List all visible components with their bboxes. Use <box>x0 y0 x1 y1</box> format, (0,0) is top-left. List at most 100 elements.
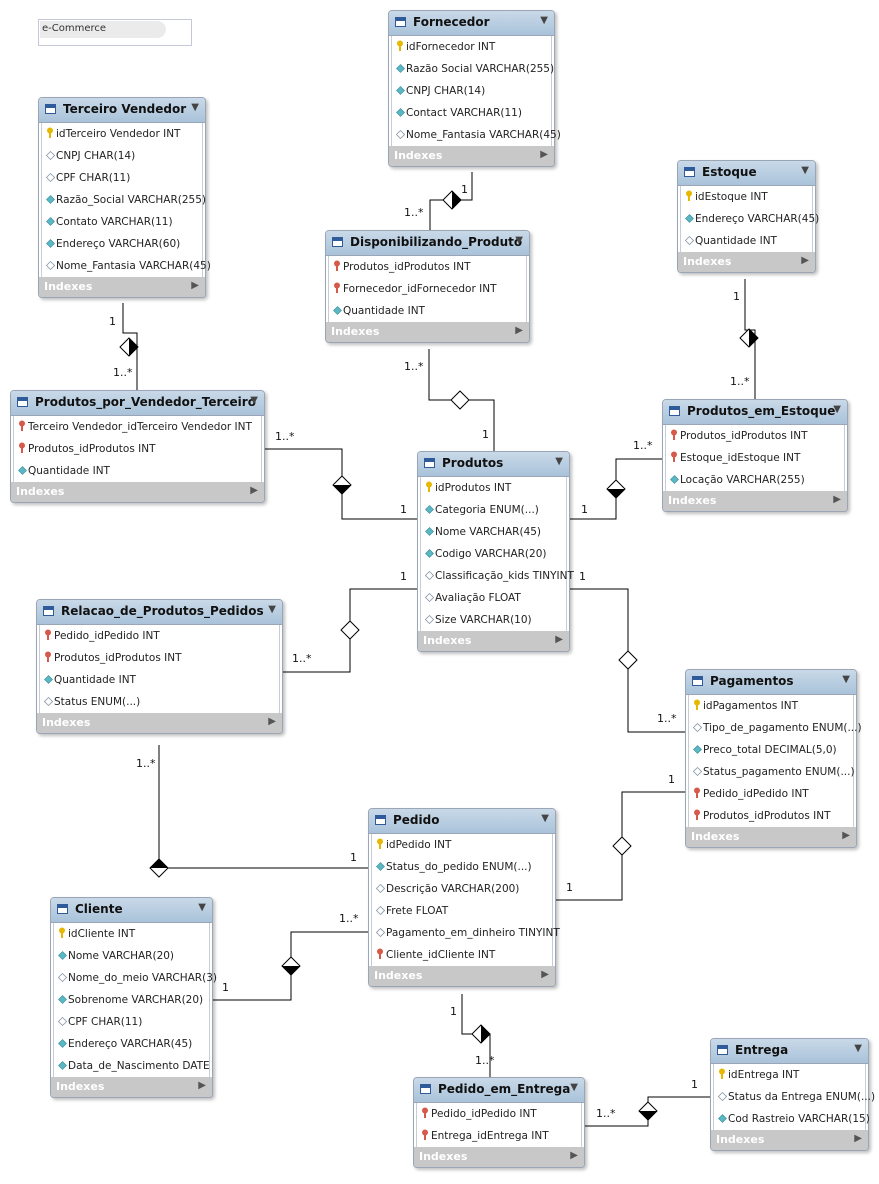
table-column[interactable]: Frete FLOAT <box>371 900 553 922</box>
indexes-footer[interactable]: Indexes ▶ <box>663 491 847 511</box>
table-column[interactable]: Categoria ENUM(...) <box>420 499 567 521</box>
table-column[interactable]: Status_do_pedido ENUM(...) <box>371 856 553 878</box>
expand-arrow-icon[interactable]: ▶ <box>515 325 523 336</box>
table-column[interactable]: Data_de_Nascimento DATE <box>53 1055 210 1077</box>
table-column[interactable]: Nome VARCHAR(45) <box>420 521 567 543</box>
expand-arrow-icon[interactable]: ▶ <box>191 280 199 291</box>
table-column[interactable]: Sobrenome VARCHAR(20) <box>53 989 210 1011</box>
collapse-arrow-icon[interactable]: ▼ <box>198 902 206 913</box>
table-header[interactable]: Pedido ▼ <box>369 809 555 834</box>
table-entrega[interactable]: Entrega ▼ idEntrega INT Status da Entreg… <box>710 1038 875 1151</box>
table-pagamentos[interactable]: Pagamentos ▼ idPagamentos INT Tipo_de_pa… <box>685 669 862 848</box>
table-column[interactable]: Cod Rastreio VARCHAR(15) <box>713 1108 870 1130</box>
collapse-arrow-icon[interactable]: ▼ <box>801 165 809 176</box>
table-header[interactable]: Pedido_em_Entrega ▼ <box>414 1078 584 1103</box>
table-column[interactable]: idEntrega INT <box>713 1064 866 1086</box>
table-produtos[interactable]: Produtos ▼ idProdutos INT Categoria ENUM… <box>417 451 574 652</box>
collapse-arrow-icon[interactable]: ▼ <box>570 1082 578 1093</box>
table-column[interactable]: Fornecedor_idFornecedor INT <box>328 278 527 300</box>
indexes-footer[interactable]: Indexes ▶ <box>414 1147 584 1167</box>
table-column[interactable]: Contact VARCHAR(11) <box>391 102 552 124</box>
table-pee[interactable]: Produtos_em_Estoque ▼ Produtos_idProduto… <box>662 399 848 512</box>
table-pedido_entrega[interactable]: Pedido_em_Entrega ▼ Pedido_idPedido INT … <box>413 1077 585 1168</box>
expand-arrow-icon[interactable]: ▶ <box>833 494 841 505</box>
indexes-footer[interactable]: Indexes ▶ <box>37 713 282 733</box>
table-column[interactable]: Nome_Fantasia VARCHAR(45) <box>41 255 211 277</box>
indexes-footer[interactable]: Indexes ▶ <box>39 277 205 297</box>
table-column[interactable]: Nome_Fantasia VARCHAR(45) <box>391 124 561 146</box>
table-column[interactable]: Status_pagamento ENUM(...) <box>688 761 855 783</box>
table-column[interactable]: Endereço VARCHAR(45) <box>53 1033 210 1055</box>
table-column[interactable]: Contato VARCHAR(11) <box>41 211 203 233</box>
table-column[interactable]: Locação VARCHAR(255) <box>665 469 845 491</box>
table-column[interactable]: Pedido_idPedido INT <box>688 783 854 805</box>
table-column[interactable]: Cliente_idCliente INT <box>371 944 553 966</box>
table-column[interactable]: idProdutos INT <box>420 477 567 499</box>
table-column[interactable]: Endereço VARCHAR(45) <box>680 208 819 230</box>
table-column[interactable]: CNPJ CHAR(14) <box>391 80 552 102</box>
expand-arrow-icon[interactable]: ▶ <box>541 969 549 980</box>
table-column[interactable]: Avaliação FLOAT <box>420 587 567 609</box>
table-column[interactable]: Razão_Social VARCHAR(255) <box>41 189 206 211</box>
table-estoque[interactable]: Estoque ▼ idEstoque INT Endereço VARCHAR… <box>677 160 819 273</box>
table-column[interactable]: Descrição VARCHAR(200) <box>371 878 553 900</box>
collapse-arrow-icon[interactable]: ▼ <box>833 404 841 415</box>
collapse-arrow-icon[interactable]: ▼ <box>191 102 199 113</box>
table-column[interactable]: CPF CHAR(11) <box>53 1011 210 1033</box>
table-disponibilizando[interactable]: Disponibilizando_Produto ▼ Produtos_idPr… <box>325 230 530 343</box>
table-column[interactable]: idPagamentos INT <box>688 695 854 717</box>
indexes-footer[interactable]: Indexes ▶ <box>326 322 529 342</box>
table-header[interactable]: Terceiro Vendedor ▼ <box>39 98 205 123</box>
table-column[interactable]: idEstoque INT <box>680 186 813 208</box>
table-column[interactable]: Produtos_idProdutos INT <box>688 805 854 827</box>
table-header[interactable]: Produtos_por_Vendedor_Terceiro ▼ <box>11 391 264 416</box>
table-column[interactable]: Produtos_idProdutos INT <box>665 425 845 447</box>
expand-arrow-icon[interactable]: ▶ <box>801 255 809 266</box>
expand-arrow-icon[interactable]: ▶ <box>555 634 563 645</box>
table-column[interactable]: Nome_do_meio VARCHAR(3) <box>53 967 217 989</box>
table-column[interactable]: Classificação_kids TINYINT <box>420 565 574 587</box>
expand-arrow-icon[interactable]: ▶ <box>854 1133 862 1144</box>
table-column[interactable]: Pagamento_em_dinheiro TINYINT <box>371 922 560 944</box>
indexes-footer[interactable]: Indexes ▶ <box>686 827 856 847</box>
indexes-footer[interactable]: Indexes ▶ <box>678 252 815 272</box>
expand-arrow-icon[interactable]: ▶ <box>540 149 548 160</box>
table-column[interactable]: Nome VARCHAR(20) <box>53 945 210 967</box>
collapse-arrow-icon[interactable]: ▼ <box>842 674 850 685</box>
table-column[interactable]: Produtos_idProdutos INT <box>13 438 262 460</box>
table-column[interactable]: Estoque_idEstoque INT <box>665 447 845 469</box>
table-column[interactable]: Tipo_de_pagamento ENUM(...) <box>688 717 862 739</box>
table-header[interactable]: Entrega ▼ <box>711 1039 868 1064</box>
indexes-footer[interactable]: Indexes ▶ <box>418 631 569 651</box>
expand-arrow-icon[interactable]: ▶ <box>268 716 276 727</box>
table-column[interactable]: Quantidade INT <box>328 300 527 322</box>
table-column[interactable]: idCliente INT <box>53 923 210 945</box>
table-header[interactable]: Relacao_de_Produtos_Pedidos ▼ <box>37 600 282 625</box>
table-column[interactable]: idTerceiro Vendedor INT <box>41 123 203 145</box>
collapse-arrow-icon[interactable]: ▼ <box>250 395 258 406</box>
table-column[interactable]: Produtos_idProdutos INT <box>39 647 280 669</box>
table-column[interactable]: Pedido_idPedido INT <box>416 1103 582 1125</box>
indexes-footer[interactable]: Indexes ▶ <box>11 482 264 502</box>
table-column[interactable]: Quantidade INT <box>680 230 813 252</box>
table-column[interactable]: Status ENUM(...) <box>39 691 280 713</box>
collapse-arrow-icon[interactable]: ▼ <box>515 235 523 246</box>
indexes-footer[interactable]: Indexes ▶ <box>369 966 555 986</box>
table-column[interactable]: Produtos_idProdutos INT <box>328 256 527 278</box>
collapse-arrow-icon[interactable]: ▼ <box>854 1043 862 1054</box>
table-header[interactable]: Produtos ▼ <box>418 452 569 477</box>
table-header[interactable]: Pagamentos ▼ <box>686 670 856 695</box>
table-column[interactable]: Size VARCHAR(10) <box>420 609 567 631</box>
indexes-footer[interactable]: Indexes ▶ <box>51 1077 212 1097</box>
indexes-footer[interactable]: Indexes ▶ <box>711 1130 868 1150</box>
table-header[interactable]: Disponibilizando_Produto ▼ <box>326 231 529 256</box>
table-column[interactable]: Status da Entrega ENUM(...) <box>713 1086 875 1108</box>
collapse-arrow-icon[interactable]: ▼ <box>541 813 549 824</box>
table-fornecedor[interactable]: Fornecedor ▼ idFornecedor INT Razão Soci… <box>388 10 561 167</box>
table-column[interactable]: Preco_total DECIMAL(5,0) <box>688 739 854 761</box>
table-header[interactable]: Produtos_em_Estoque ▼ <box>663 400 847 425</box>
table-header[interactable]: Cliente ▼ <box>51 898 212 923</box>
table-pedido[interactable]: Pedido ▼ idPedido INT Status_do_pedido E… <box>368 808 560 987</box>
expand-arrow-icon[interactable]: ▶ <box>570 1150 578 1161</box>
table-column[interactable]: CPF CHAR(11) <box>41 167 203 189</box>
